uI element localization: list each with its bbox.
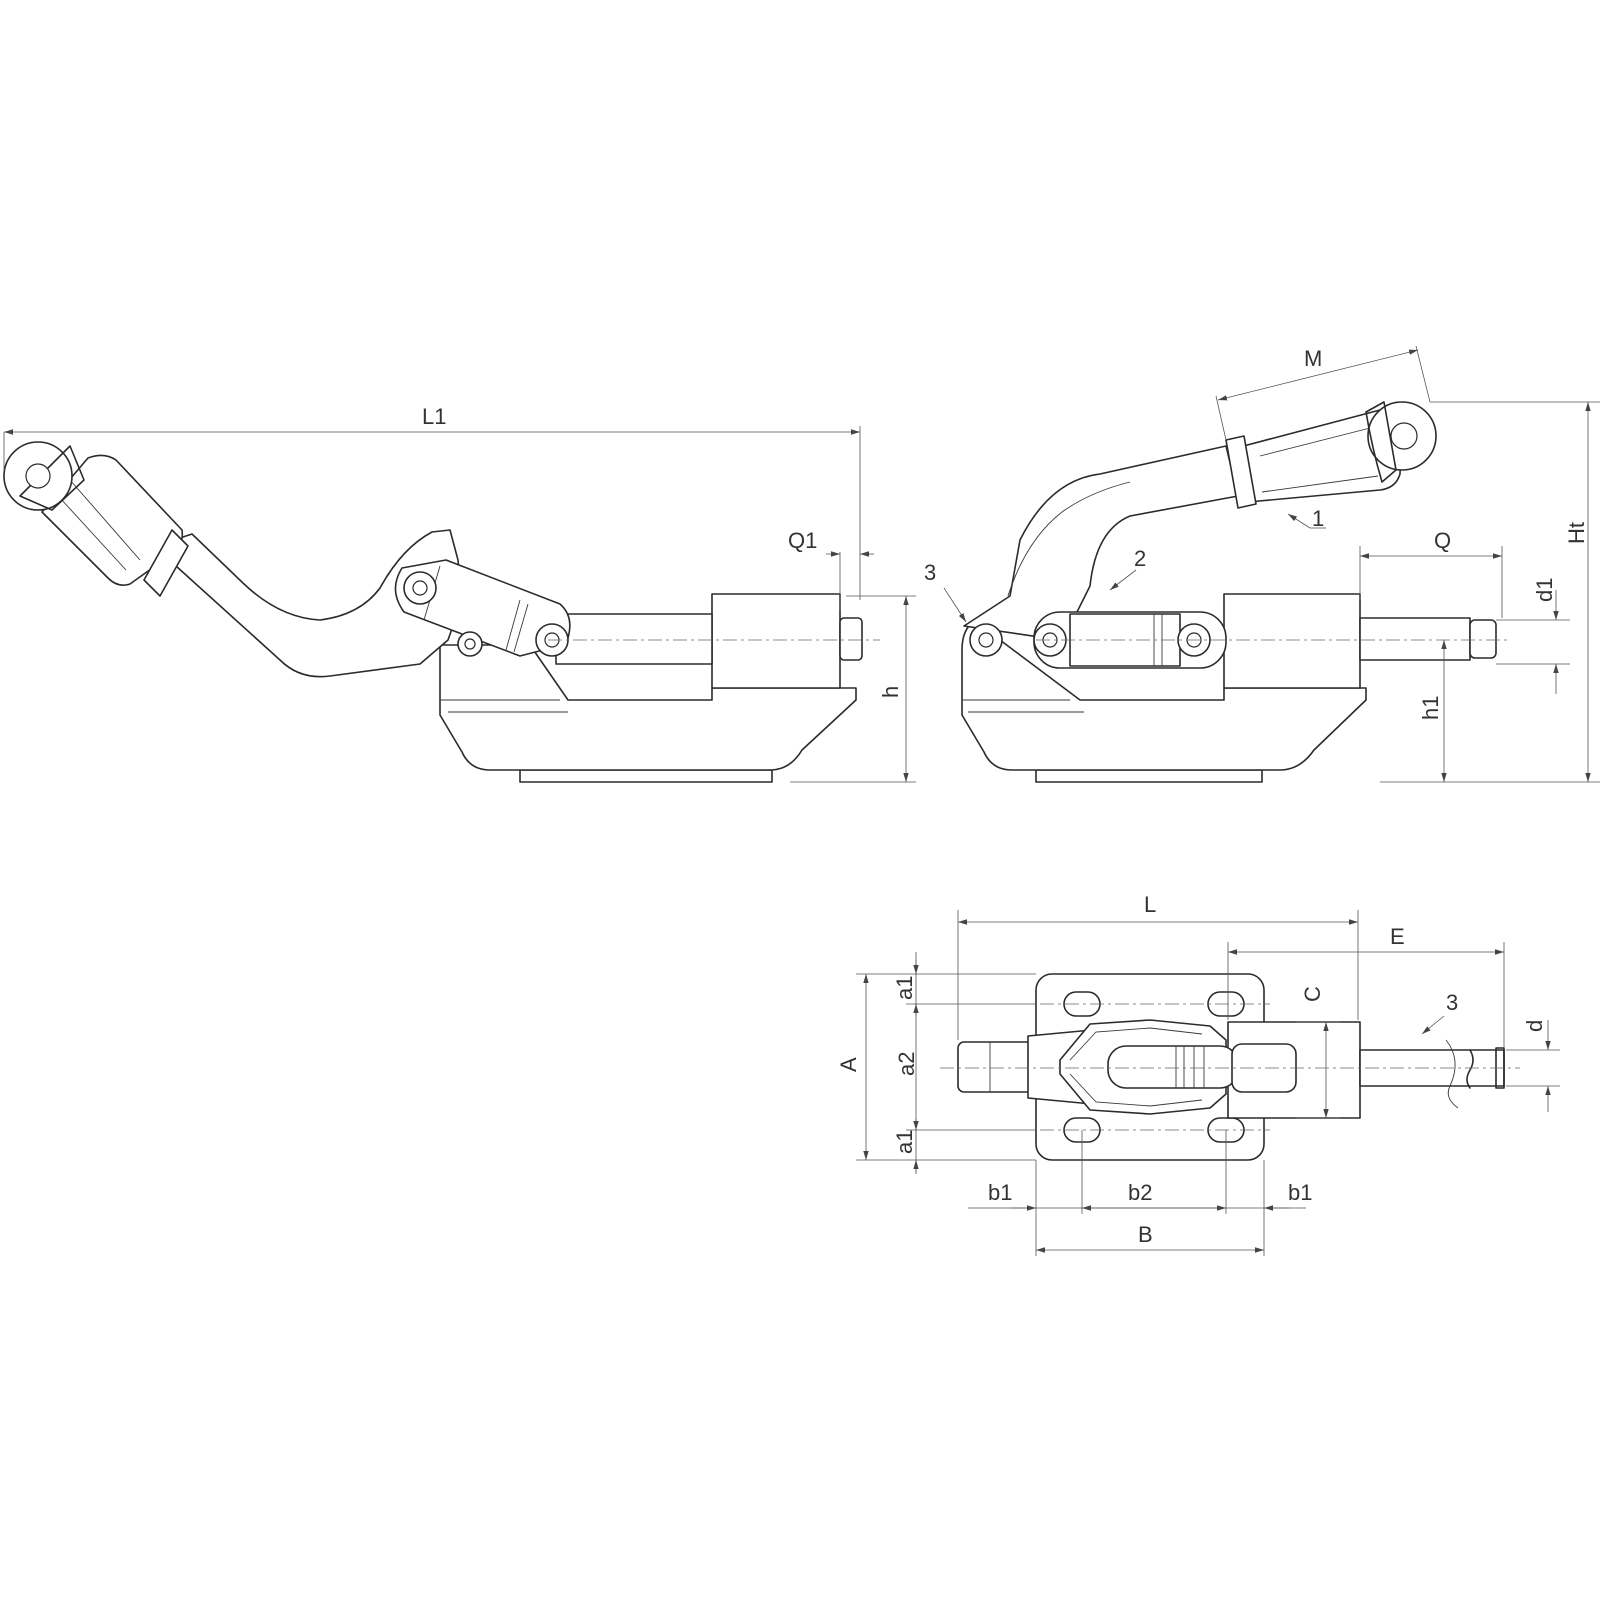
plunger-rod — [555, 613, 713, 665]
dim-label-L1: L1 — [422, 404, 446, 429]
handle-arm — [149, 529, 463, 678]
dim-label-b1-right: b1 — [1288, 1180, 1312, 1205]
top-view — [940, 973, 1520, 1161]
plunger-end — [839, 617, 863, 661]
plunger-guide-block — [711, 593, 841, 689]
dim-label-L: L — [1144, 892, 1156, 917]
dim-label-Q1: Q1 — [788, 528, 817, 553]
callout-3-top: 3 — [1446, 990, 1458, 1015]
dim-label-h: h — [878, 686, 903, 698]
callout-1: 1 — [1312, 506, 1324, 531]
plunger-guide-block — [1223, 593, 1361, 689]
dim-label-C: C — [1300, 986, 1325, 1002]
grip-collar — [143, 529, 189, 597]
dim-label-b2: b2 — [1128, 1180, 1152, 1205]
callout-2: 2 — [1134, 546, 1146, 571]
dim-label-Ht: Ht — [1564, 522, 1589, 544]
clamp-body — [439, 644, 857, 771]
dim-label-a1-bottom: a1 — [892, 1130, 917, 1154]
grip-collar — [1225, 435, 1257, 509]
callout-3-side: 3 — [924, 560, 936, 585]
dim-label-d1: d1 — [1532, 578, 1557, 602]
top-view-dimensions: L E A a1 a2 a1 C d 3 — [836, 892, 1560, 1256]
side-view-open — [3, 441, 880, 783]
plunger-shaft-top — [1107, 1045, 1239, 1089]
plunger-rod-top — [1359, 1049, 1505, 1087]
plunger-rod — [1359, 617, 1471, 661]
dim-label-h1: h1 — [1418, 696, 1443, 720]
handle-top — [957, 1041, 1039, 1093]
dim-label-b1-left: b1 — [988, 1180, 1012, 1205]
side-view-closed-dimensions: M Ht Q d1 h1 1 2 3 — [924, 345, 1600, 783]
side-view-open-dimensions: L1 Q1 h — [3, 404, 916, 783]
dim-label-E: E — [1390, 924, 1405, 949]
handle-arm — [963, 445, 1239, 641]
dim-label-a1-top: a1 — [892, 976, 917, 1000]
dim-label-A: A — [836, 1057, 861, 1072]
base-plate — [1035, 769, 1263, 783]
base-plate — [519, 769, 773, 783]
dim-label-d: d — [1522, 1020, 1547, 1032]
dim-label-M: M — [1304, 346, 1322, 371]
dim-label-Q: Q — [1434, 528, 1451, 553]
dim-label-B: B — [1138, 1222, 1153, 1247]
side-view-closed — [961, 401, 1510, 783]
dim-label-a2: a2 — [894, 1052, 919, 1076]
plunger-tip — [1469, 619, 1497, 659]
